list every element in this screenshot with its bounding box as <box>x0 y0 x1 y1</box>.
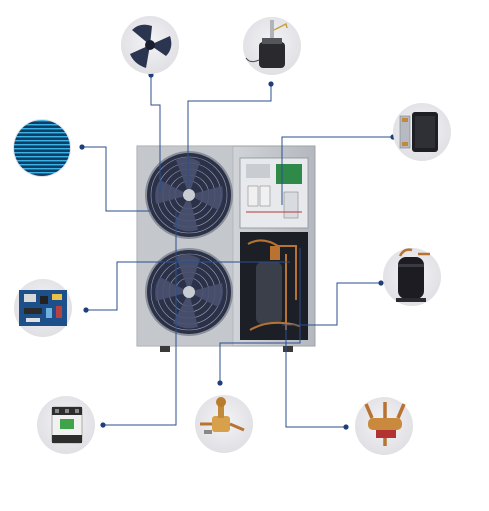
electrical-box <box>239 157 309 229</box>
leader-line-compressor <box>282 282 381 326</box>
leader-dot-control-board <box>83 307 89 313</box>
leader-lines <box>82 75 393 428</box>
leader-line-four-way-valve <box>285 326 346 428</box>
fan-blade-icon <box>130 24 172 68</box>
component-contactor <box>37 396 95 454</box>
component-control-board <box>14 279 72 337</box>
leader-dot-finned-coil <box>79 144 85 150</box>
leader-dots <box>79 72 396 430</box>
component-plate-heat-exchanger <box>393 103 451 161</box>
leader-line-control-board <box>86 261 290 311</box>
component-fan-motor <box>243 17 301 75</box>
circuit-board-icon <box>19 290 67 326</box>
four-way-valve-icon <box>364 402 406 446</box>
compressor-compartment <box>240 232 308 340</box>
fan-motor-icon <box>245 20 288 68</box>
component-fan-blade <box>121 16 179 74</box>
finned-coil-icon <box>14 120 70 176</box>
leader-line-finned-coil <box>82 146 152 212</box>
leader-dot-contactor <box>100 422 106 428</box>
lower-fan-grille <box>145 248 233 336</box>
heat-pump-unit <box>136 145 316 352</box>
leader-line-contactor <box>103 212 177 426</box>
leader-dot-compressor <box>378 280 384 286</box>
leader-line-plate-heat-exchanger <box>281 136 393 205</box>
leader-line-expansion-valve <box>219 248 301 383</box>
plate-heat-exchanger-icon <box>399 112 438 152</box>
contactor-icon <box>51 406 83 444</box>
compressor-icon <box>396 248 430 302</box>
leader-dot-expansion-valve <box>217 380 223 386</box>
leader-line-fan-blade <box>150 75 161 192</box>
component-expansion-valve <box>195 395 253 453</box>
expansion-valve-icon <box>200 397 245 434</box>
leader-dot-four-way-valve <box>343 424 349 430</box>
upper-fan-grille <box>145 151 233 239</box>
leader-line-fan-motor <box>187 84 272 185</box>
component-finned-coil <box>13 119 71 177</box>
leader-dot-fan-motor <box>268 81 274 87</box>
component-four-way-valve <box>355 397 413 455</box>
component-compressor <box>383 248 441 306</box>
